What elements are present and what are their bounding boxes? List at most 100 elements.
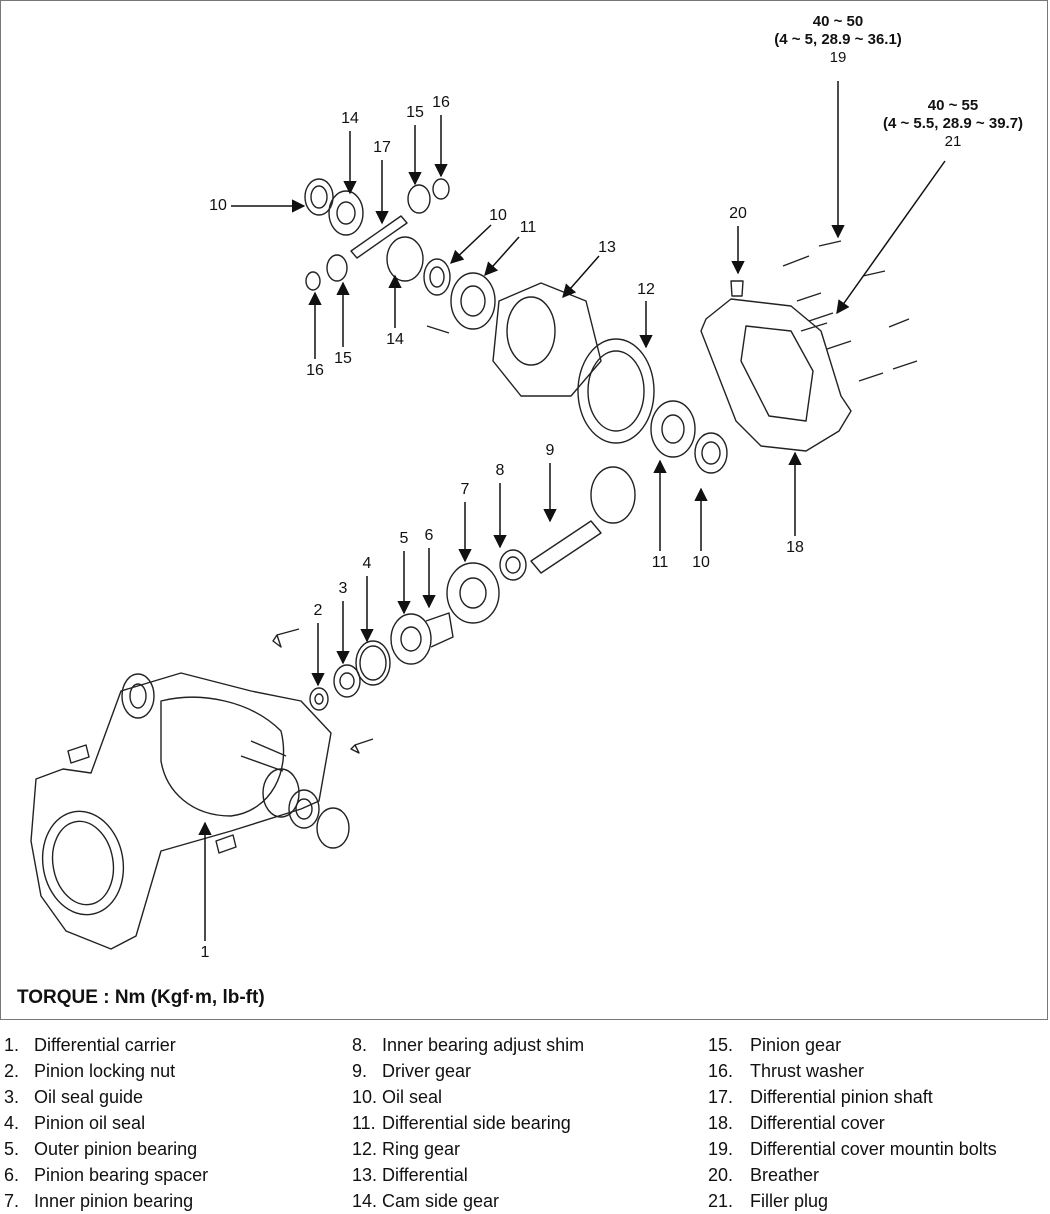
callout-label-6: 6 bbox=[424, 527, 434, 544]
legend-item-number: 16. bbox=[708, 1061, 734, 1081]
legend-item-label: Outer pinion bearing bbox=[34, 1139, 198, 1159]
legend-item-label: Oil seal guide bbox=[34, 1087, 144, 1107]
legend-item-label: Filler plug bbox=[750, 1191, 829, 1211]
legend-item: 15. Pinion gear bbox=[708, 1032, 997, 1058]
legend-item: 7. Inner pinion bearing bbox=[4, 1188, 208, 1214]
legend-item-label: Differential pinion shaft bbox=[750, 1087, 933, 1107]
legend-item-label: Breather bbox=[750, 1165, 820, 1185]
callout-label-17: 17 bbox=[373, 139, 391, 156]
legend-item-number: 2. bbox=[4, 1061, 20, 1081]
legend-item-label: Differential cover mountin bolts bbox=[750, 1139, 997, 1159]
legend-item: 10.Oil seal bbox=[352, 1084, 584, 1110]
callout-label-1: 1 bbox=[200, 944, 210, 961]
legend-item-number: 19. bbox=[708, 1139, 734, 1159]
legend-item-number: 15. bbox=[708, 1035, 734, 1055]
callout-label-14: 14 bbox=[341, 110, 359, 127]
legend-item-number: 7. bbox=[4, 1191, 20, 1211]
callout-label-7: 7 bbox=[460, 481, 470, 498]
legend-item: 6. Pinion bearing spacer bbox=[4, 1162, 208, 1188]
callout-label-4: 4 bbox=[362, 555, 372, 572]
differential-cover-parts bbox=[700, 240, 918, 452]
legend-item: 2. Pinion locking nut bbox=[4, 1058, 208, 1084]
legend-item-number: 8. bbox=[352, 1035, 368, 1055]
legend-item-label: Ring gear bbox=[382, 1139, 461, 1159]
legend-item-label: Driver gear bbox=[382, 1061, 472, 1081]
pinion-stack-parts bbox=[272, 466, 636, 754]
callout-label-10: 10 bbox=[209, 197, 227, 214]
callout-label-11: 11 bbox=[519, 219, 537, 236]
leader-arrow-21 bbox=[836, 160, 946, 315]
legend-item-number: 12. bbox=[352, 1139, 378, 1159]
legend-item: 18. Differential cover bbox=[708, 1110, 997, 1136]
legend-item-label: Differential bbox=[382, 1165, 468, 1185]
legend-item: 16. Thrust washer bbox=[708, 1058, 997, 1084]
legend-item-number: 18. bbox=[708, 1113, 734, 1133]
legend-item-label: Differential cover bbox=[750, 1113, 885, 1133]
legend-column: 8. Inner bearing adjust shim 9. Driver gear… bbox=[352, 1032, 584, 1214]
leader-arrow-11 bbox=[484, 236, 520, 277]
legend-column: 1. Differential carrier 2. Pinion locking n… bbox=[4, 1032, 208, 1214]
legend-item-number: 5. bbox=[4, 1139, 20, 1159]
torque-caption: TORQUE : Nm (Kgf·m, lb-ft) bbox=[17, 987, 265, 1008]
callout-label-14: 14 bbox=[386, 331, 404, 348]
legend-item: 11. Differential side bearing bbox=[352, 1110, 584, 1136]
diagram-drawing bbox=[30, 81, 946, 950]
legend-item-number: 6. bbox=[4, 1165, 20, 1185]
legend-item-number: 9. bbox=[352, 1061, 368, 1081]
callout-label-16: 16 bbox=[432, 94, 450, 111]
differential-carrier-part bbox=[30, 672, 350, 950]
callout-label-20: 20 bbox=[729, 205, 747, 222]
legend-item-number: 3. bbox=[4, 1087, 20, 1107]
callout-label-9: 9 bbox=[545, 442, 555, 459]
legend-item-number: 1. bbox=[4, 1035, 20, 1055]
callout-label-15: 15 bbox=[334, 350, 352, 367]
legend-item: 9. Driver gear bbox=[352, 1058, 584, 1084]
callout-label-2: 2 bbox=[313, 602, 323, 619]
legend-item-label: Cam side gear bbox=[382, 1191, 500, 1211]
callout-label-12: 12 bbox=[637, 281, 655, 298]
legend-item-number: 20. bbox=[708, 1165, 734, 1185]
callout-label-18: 18 bbox=[786, 539, 804, 556]
callout-label-5: 5 bbox=[399, 530, 409, 547]
torque-spec-19: 40 ~ 50 (4 ~ 5, 28.9 ~ 36.1) 19 bbox=[774, 13, 902, 66]
legend-item-label: Inner bearing adjust shim bbox=[382, 1035, 585, 1055]
legend-item: 12.Ring gear bbox=[352, 1136, 584, 1162]
leader-arrow-10 bbox=[450, 224, 492, 264]
legend-item-label: Pinion bearing spacer bbox=[34, 1165, 209, 1185]
legend-item-label: Oil seal bbox=[382, 1087, 443, 1107]
legend-item-number: 10. bbox=[352, 1087, 378, 1107]
legend-item-number: 17. bbox=[708, 1087, 734, 1107]
legend-item: 14.Cam side gear bbox=[352, 1188, 584, 1214]
legend-item: 21. Filler plug bbox=[708, 1188, 997, 1214]
differential-case-parts bbox=[304, 178, 728, 474]
callout-label-8: 8 bbox=[495, 462, 505, 479]
legend-item: 4.Pinion oil seal bbox=[4, 1110, 208, 1136]
legend-item-label: Differential carrier bbox=[34, 1035, 176, 1055]
legend-item-label: Inner pinion bearing bbox=[34, 1191, 194, 1211]
legend-item-label: Pinion gear bbox=[750, 1035, 842, 1055]
legend-item-label: Pinion locking nut bbox=[34, 1061, 176, 1081]
legend-item: 19. Differential cover mountin bolts bbox=[708, 1136, 997, 1162]
legend-item-label: Thrust washer bbox=[750, 1061, 865, 1081]
legend-item-label: Differential side bearing bbox=[382, 1113, 571, 1133]
legend-item-number: 21. bbox=[708, 1191, 734, 1211]
legend-item: 3. Oil seal guide bbox=[4, 1084, 208, 1110]
leader-arrow-13 bbox=[562, 255, 600, 299]
callout-label-15: 15 bbox=[406, 104, 424, 121]
legend-item-number: 14. bbox=[352, 1191, 378, 1211]
legend-item: 8. Inner bearing adjust shim bbox=[352, 1032, 584, 1058]
legend-item: 5. Outer pinion bearing bbox=[4, 1136, 208, 1162]
callout-label-10: 10 bbox=[692, 554, 710, 571]
callout-label-16: 16 bbox=[306, 362, 324, 379]
legend-item: 1. Differential carrier bbox=[4, 1032, 208, 1058]
legend-item-number: 11. bbox=[352, 1113, 376, 1133]
legend-item-number: 4. bbox=[4, 1113, 20, 1133]
legend-column: 15. Pinion gear 16. Thrust washer 17. Differe… bbox=[708, 1032, 997, 1214]
callout-label-11: 11 bbox=[651, 554, 669, 571]
legend-item-number: 13. bbox=[352, 1165, 378, 1185]
parts-legend: 1. Differential carrier 2. Pinion locking n… bbox=[0, 1022, 1050, 1212]
legend-item: 20. Breather bbox=[708, 1162, 997, 1188]
callout-label-10: 10 bbox=[489, 207, 507, 224]
callout-label-3: 3 bbox=[338, 580, 348, 597]
